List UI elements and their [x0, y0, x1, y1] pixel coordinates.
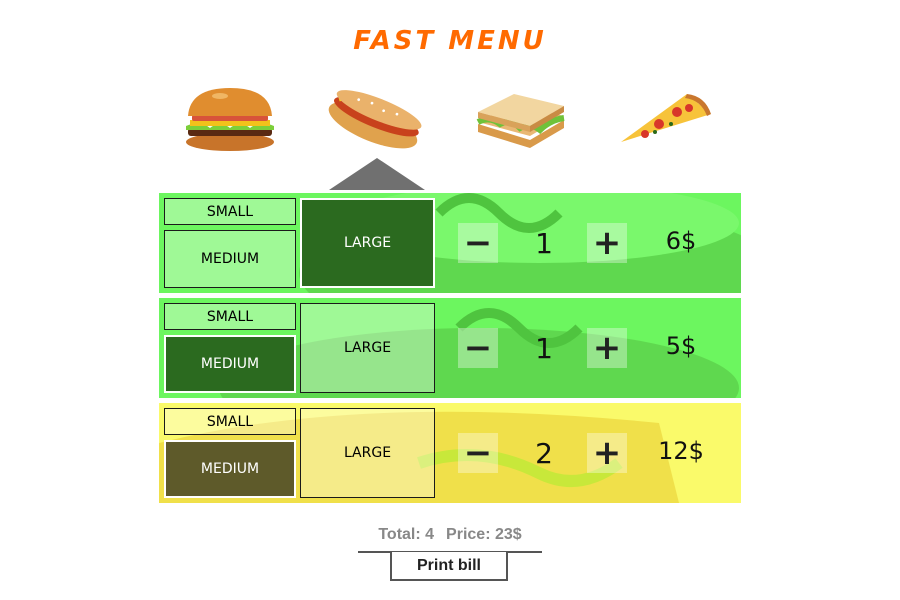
size-medium-button[interactable]: MEDIUM — [164, 230, 296, 288]
pizza-icon[interactable] — [615, 82, 715, 158]
quantity-value: 2 — [535, 436, 553, 470]
size-row-2: SMALL MEDIUM LARGE − 1 + 5$ — [159, 298, 741, 398]
size-large-button[interactable]: LARGE — [300, 303, 435, 393]
order-summary: Total: 4 Price: 23$ — [0, 526, 900, 544]
sandwich-icon[interactable] — [470, 82, 570, 158]
increase-button[interactable]: + — [587, 328, 627, 368]
row-price: 12$ — [658, 437, 704, 465]
size-small-button[interactable]: SMALL — [164, 408, 296, 435]
size-small-button[interactable]: SMALL — [164, 198, 296, 225]
hotdog-background — [159, 193, 741, 293]
increase-button[interactable]: + — [587, 223, 627, 263]
total-price: Price: 23$ — [446, 526, 522, 543]
decrease-button[interactable]: − — [458, 328, 498, 368]
page-title: FAST MENU — [353, 26, 547, 56]
total-count: Total: 4 — [378, 526, 435, 543]
size-small-button[interactable]: SMALL — [164, 303, 296, 330]
increase-button[interactable]: + — [587, 433, 627, 473]
size-row-1: SMALL MEDIUM LARGE − 1 + 6$ — [159, 193, 741, 293]
quantity-value: 1 — [535, 226, 553, 260]
decrease-button[interactable]: − — [458, 223, 498, 263]
size-large-button[interactable]: LARGE — [300, 198, 435, 288]
row-price: 5$ — [665, 332, 697, 360]
print-bill-button[interactable]: Print bill — [390, 552, 508, 581]
size-medium-button[interactable]: MEDIUM — [164, 335, 296, 393]
selection-pointer — [329, 158, 425, 190]
decrease-button[interactable]: − — [458, 433, 498, 473]
size-medium-button[interactable]: MEDIUM — [164, 440, 296, 498]
row-price: 6$ — [665, 227, 697, 255]
burger-icon[interactable] — [180, 82, 280, 158]
size-large-button[interactable]: LARGE — [300, 408, 435, 498]
size-row-3: SMALL MEDIUM LARGE − 2 + 12$ — [159, 403, 741, 503]
quantity-value: 1 — [535, 331, 553, 365]
hotdog-icon[interactable] — [325, 82, 425, 158]
